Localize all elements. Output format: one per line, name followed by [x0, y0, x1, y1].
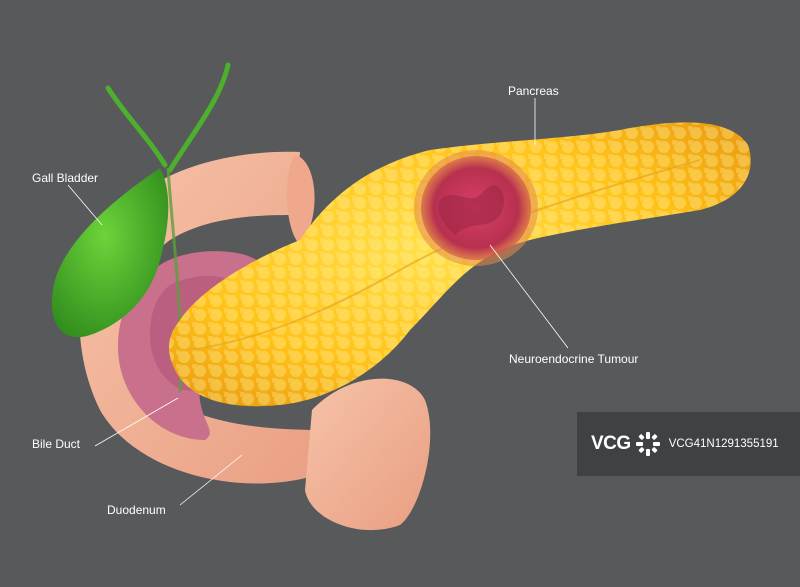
leader-line-tumour — [489, 244, 569, 349]
leader-line-duodenum — [179, 454, 243, 506]
leader-lines — [67, 98, 569, 506]
watermark-brand: VCG — [591, 433, 631, 454]
leader-line-gall-bladder — [67, 184, 103, 226]
watermark-logo-icon — [635, 432, 660, 456]
label-duodenum: Duodenum — [107, 503, 166, 517]
label-gall-bladder: Gall Bladder — [32, 171, 99, 185]
neuroendocrine-tumour — [414, 150, 538, 266]
watermark: VCG VCG41N1291355191 — [577, 412, 800, 476]
leader-line-bile-duct — [94, 397, 179, 447]
label-pancreas: Pancreas — [508, 84, 559, 98]
label-bile-duct: Bile Duct — [32, 437, 81, 451]
label-neuroendocrine-tumour: Neuroendocrine Tumour — [509, 352, 639, 366]
pancreas — [168, 122, 751, 407]
watermark-id: VCG41N1291355191 — [668, 438, 779, 450]
